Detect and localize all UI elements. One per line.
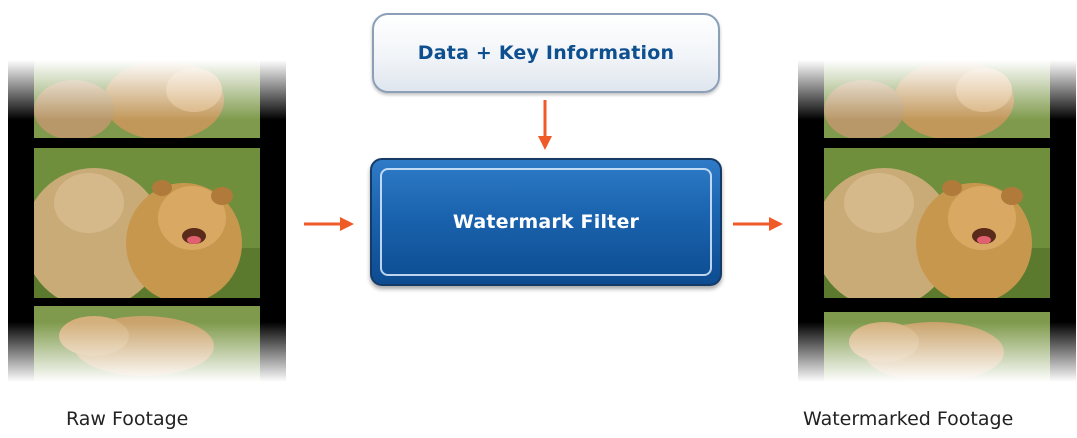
- watermark-filter-box: Watermark Filter: [370, 158, 722, 286]
- watermarked-footage-filmstrip: [798, 60, 1076, 382]
- key-information-box: Data + Key Information: [372, 13, 720, 93]
- watermarked-footage-caption: Watermarked Footage: [803, 408, 1014, 430]
- raw-footage-filmstrip: [8, 60, 286, 382]
- film-frame-bottom: [34, 306, 260, 382]
- film-frame-top: [34, 60, 260, 138]
- key-information-label: Data + Key Information: [417, 42, 675, 64]
- right-arrow-icon: [304, 217, 354, 231]
- film-frame-bottom: [824, 312, 1050, 382]
- right-arrow-icon: [733, 217, 783, 231]
- raw-footage-caption: Raw Footage: [66, 408, 189, 430]
- film-frame-middle: [34, 148, 260, 298]
- film-frame-middle: [824, 148, 1050, 298]
- watermark-filter-label: Watermark Filter: [452, 211, 640, 233]
- film-frame-top: [824, 60, 1050, 138]
- down-arrow-icon: [538, 100, 552, 150]
